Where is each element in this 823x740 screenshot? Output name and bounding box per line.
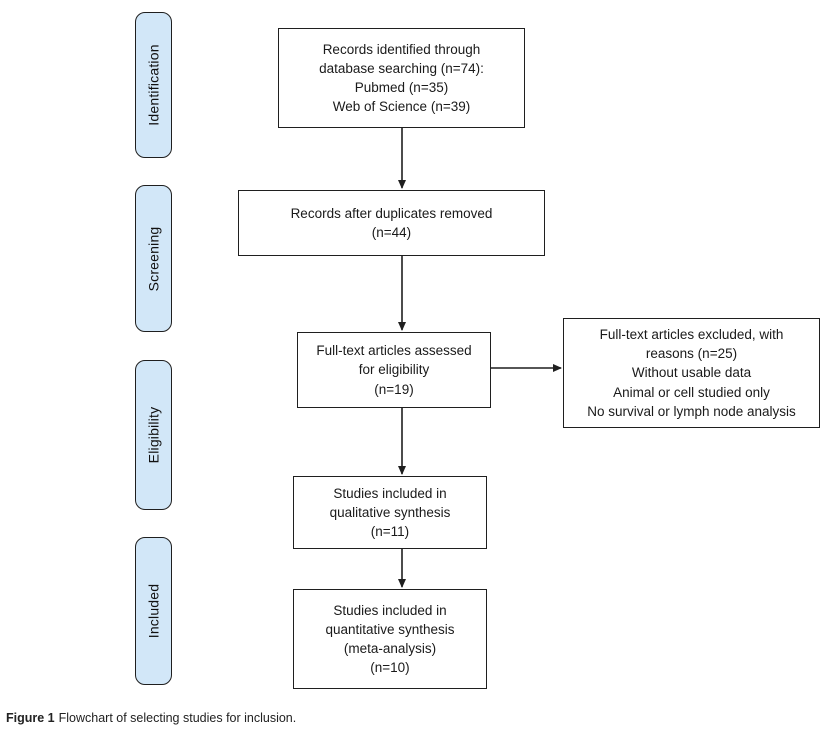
box-qualitative-synthesis: Studies included in qualitative synthesi… — [293, 476, 487, 549]
stage-identification-label: Identification — [145, 44, 162, 126]
box-quantitative-synthesis-text: Studies included in quantitative synthes… — [325, 602, 455, 676]
box-fulltext-excluded-text: Full-text articles excluded, with reason… — [587, 327, 796, 419]
figure-caption-text: Flowchart of selecting studies for inclu… — [58, 711, 297, 725]
box-fulltext-assessed-text: Full-text articles assessed for eligibil… — [316, 343, 472, 397]
box-duplicates-removed-text: Records after duplicates removed (n=44) — [290, 205, 493, 240]
stage-included-label: Included — [145, 583, 162, 639]
stage-screening: Screening — [135, 185, 172, 332]
box-fulltext-excluded: Full-text articles excluded, with reason… — [563, 318, 820, 428]
figure-caption-label: Figure 1 — [6, 711, 55, 725]
stage-included: Included — [135, 537, 172, 685]
stage-screening-label: Screening — [145, 226, 162, 291]
box-fulltext-assessed: Full-text articles assessed for eligibil… — [297, 332, 491, 408]
stage-eligibility: Eligibility — [135, 360, 172, 510]
box-duplicates-removed: Records after duplicates removed (n=44) — [238, 190, 545, 256]
box-quantitative-synthesis: Studies included in quantitative synthes… — [293, 589, 487, 689]
box-qualitative-synthesis-text: Studies included in qualitative synthesi… — [329, 485, 451, 540]
stage-eligibility-label: Eligibility — [145, 406, 162, 464]
box-records-identified: Records identified through database sear… — [278, 28, 525, 128]
box-records-identified-text: Records identified through database sear… — [319, 41, 484, 115]
stage-identification: Identification — [135, 12, 172, 158]
